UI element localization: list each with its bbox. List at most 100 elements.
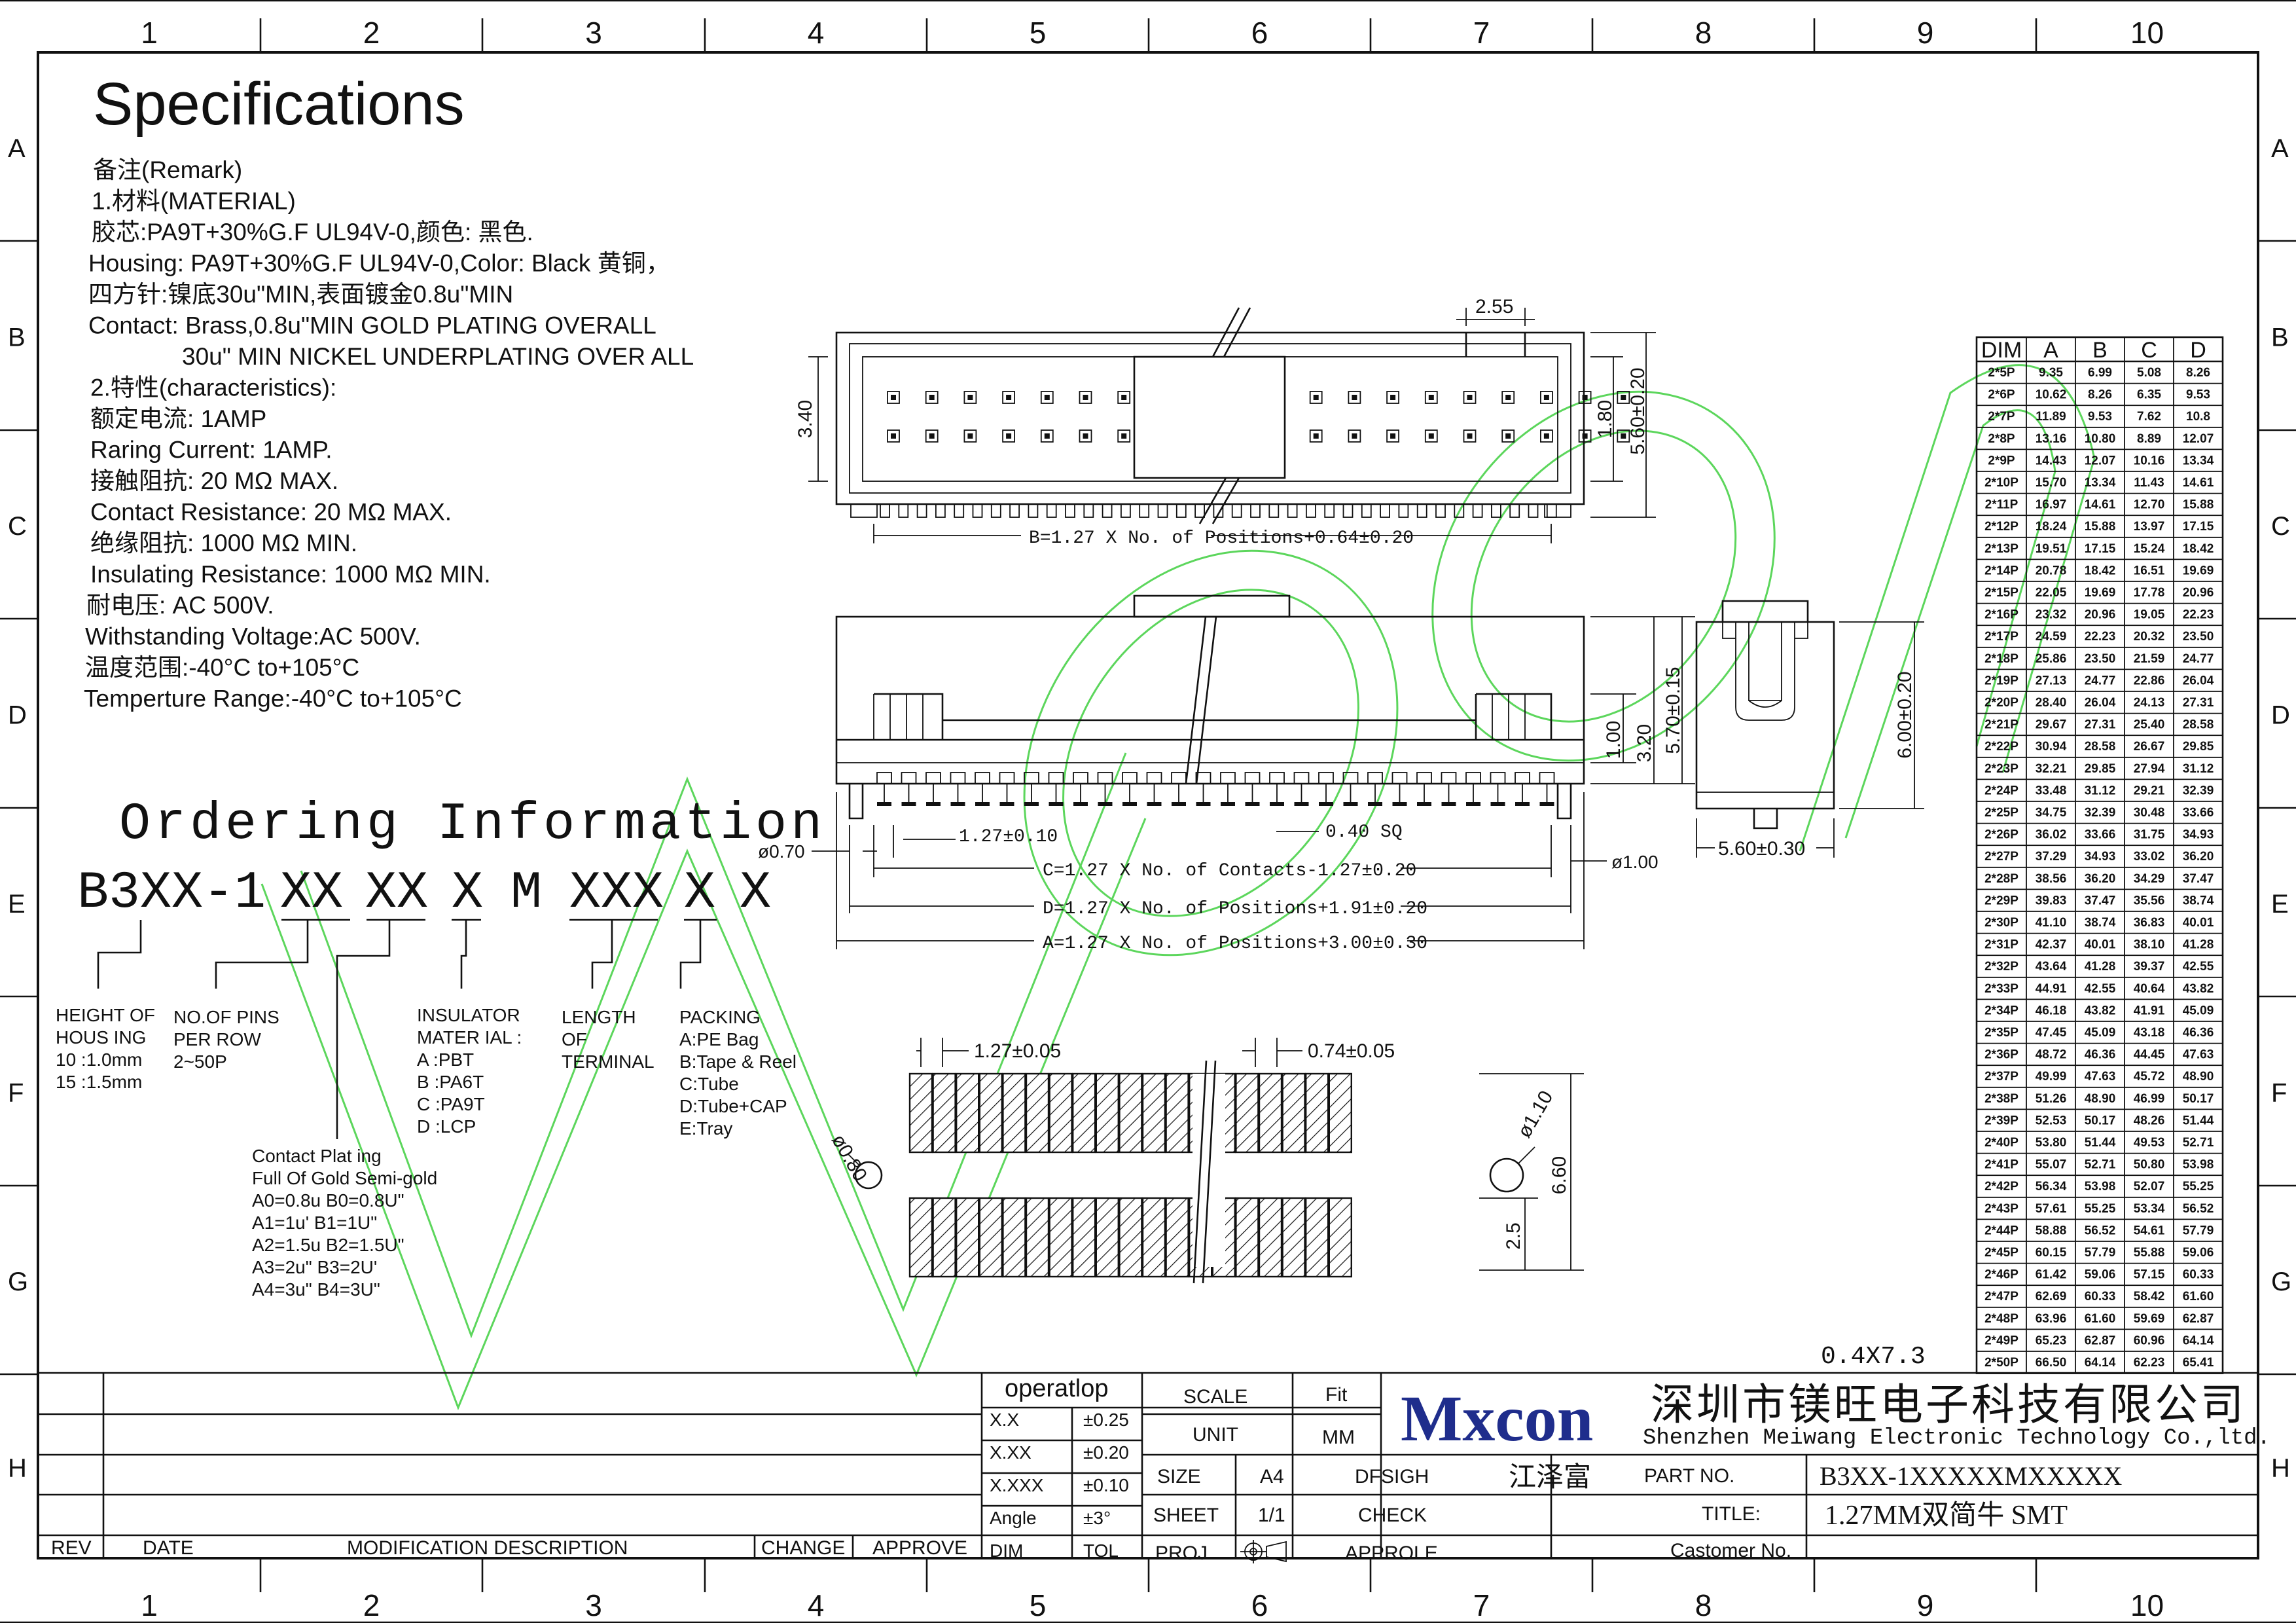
table-cell: 8.89 bbox=[2137, 432, 2161, 446]
table-cell: 29.21 bbox=[2134, 784, 2165, 797]
table-cell: 46.99 bbox=[2134, 1092, 2165, 1106]
frame-column-label: 9 bbox=[1917, 1588, 1934, 1622]
pcb-layout: 1.27±0.05 0.74±0.05 ø0.80 ø1.10 6.60 2.5 bbox=[827, 1038, 1584, 1284]
code-packing: X bbox=[740, 864, 771, 923]
spec-line: Withstanding Voltage:AC 500V. bbox=[85, 623, 421, 650]
table-cell: 56.34 bbox=[2036, 1180, 2067, 1194]
table-cell: 13.34 bbox=[2183, 454, 2214, 467]
table-cell: 57.61 bbox=[2036, 1202, 2067, 1216]
table-cell: 37.47 bbox=[2183, 872, 2214, 886]
dim-5-60-b: 5.60±0.30 bbox=[1718, 838, 1805, 860]
table-cell: 59.69 bbox=[2134, 1312, 2165, 1326]
ordering-title: Ordering Information bbox=[119, 795, 826, 854]
table-cell: 55.25 bbox=[2085, 1202, 2116, 1216]
table-cell: 2*32P bbox=[1984, 960, 2018, 974]
table-cell: 42.37 bbox=[2036, 938, 2067, 952]
table-cell: 36.20 bbox=[2085, 872, 2116, 886]
frame-column-label: 1 bbox=[141, 16, 158, 50]
table-cell: 33.48 bbox=[2036, 784, 2067, 797]
ordering-packing-line: D:Tube+CAP bbox=[679, 1096, 787, 1116]
table-cell: 2*41P bbox=[1984, 1158, 2018, 1172]
spec-line: 2.特性(characteristics): bbox=[90, 374, 336, 401]
frame-column-label: 8 bbox=[1695, 16, 1712, 50]
table-cell: 30.48 bbox=[2134, 806, 2165, 820]
table-cell: 29.85 bbox=[2085, 762, 2116, 776]
table-cell: 48.72 bbox=[2036, 1048, 2067, 1062]
table-cell: 23.32 bbox=[2036, 608, 2067, 622]
scale-label: SCALE bbox=[1183, 1386, 1247, 1408]
table-cell: 2*49P bbox=[1984, 1334, 2018, 1347]
table-cell: 2*40P bbox=[1984, 1136, 2018, 1150]
customer-label: Castomer No. bbox=[1670, 1540, 1791, 1561]
table-cell: 28.40 bbox=[2036, 696, 2067, 710]
frame-column-label: 7 bbox=[1473, 1588, 1490, 1622]
dim-0-40-sq: 0.40 SQ bbox=[1325, 822, 1403, 843]
spec-line: 耐电压: AC 500V. bbox=[86, 592, 274, 619]
table-cell: 24.77 bbox=[2183, 652, 2214, 666]
dim-b-formula: B=1.27 X No. of Positions+0.64±0.20 bbox=[1029, 528, 1414, 549]
dim-hole-0-80: ø0.80 bbox=[827, 1131, 871, 1185]
tolerance-value: TOL bbox=[1083, 1541, 1119, 1561]
table-cell: 9.35 bbox=[2039, 366, 2063, 380]
ordering-packing-line: B:Tape & Reel bbox=[679, 1051, 797, 1072]
table-cell: 31.75 bbox=[2134, 828, 2165, 842]
table-cell: 2*14P bbox=[1984, 564, 2018, 577]
frame-column-label: 8 bbox=[1695, 1588, 1712, 1622]
table-cell: 47.63 bbox=[2183, 1048, 2214, 1062]
table-cell: 15.88 bbox=[2085, 520, 2116, 534]
ordering-insulator-line: MATER IAL : bbox=[417, 1027, 522, 1048]
spec-line: 胶芯:PA9T+30%G.F UL94V-0,颜色: 黑色. bbox=[92, 219, 533, 246]
table-cell: 24.77 bbox=[2085, 674, 2116, 687]
frame-column-label: 9 bbox=[1917, 16, 1934, 50]
table-cell: 60.96 bbox=[2134, 1334, 2165, 1347]
dim-d-formula: D=1.27 X No. of Positions+1.91±0.20 bbox=[1043, 899, 1427, 919]
dim-1-00-dia: ø1.00 bbox=[1611, 852, 1659, 872]
table-cell: 2*28P bbox=[1984, 872, 2018, 886]
ordering-height-line: HOUS ING bbox=[56, 1027, 146, 1048]
table-cell: 14.61 bbox=[2183, 476, 2214, 490]
table-cell: 48.26 bbox=[2134, 1114, 2165, 1127]
note-0-4x7-3: 0.4X7.3 bbox=[1821, 1343, 1926, 1371]
table-cell: 2*44P bbox=[1984, 1224, 2018, 1237]
table-cell: 2*26P bbox=[1984, 828, 2018, 842]
table-cell: 36.02 bbox=[2036, 828, 2067, 842]
table-cell: 27.13 bbox=[2036, 674, 2067, 687]
ordering-packing-line: C:Tube bbox=[679, 1074, 739, 1094]
operatlop-label: operatlop bbox=[1005, 1375, 1108, 1402]
frame-column-label: 3 bbox=[585, 16, 602, 50]
frame-column-label: 10 bbox=[2130, 1588, 2164, 1622]
table-cell: 33.66 bbox=[2183, 806, 2214, 820]
table-cell: 52.71 bbox=[2183, 1136, 2214, 1150]
spec-line: Raring Current: 1AMP. bbox=[90, 437, 332, 464]
dim-pad-0-74: 0.74±0.05 bbox=[1308, 1040, 1395, 1062]
table-cell: 50.17 bbox=[2085, 1114, 2116, 1127]
table-cell: 2*13P bbox=[1984, 542, 2018, 556]
table-cell: 23.50 bbox=[2085, 652, 2116, 666]
frame-column-label: 10 bbox=[2130, 16, 2164, 50]
table-cell: 62.87 bbox=[2085, 1334, 2116, 1347]
spec-line: 额定电流: 1AMP bbox=[90, 405, 266, 432]
code-plating: X bbox=[684, 864, 715, 923]
spec-line: Contact: Brass,0.8u"MIN GOLD PLATING OVE… bbox=[88, 312, 656, 339]
ordering-plating-line: Full Of Gold Semi-gold bbox=[252, 1168, 437, 1188]
table-cell: 2*47P bbox=[1984, 1290, 2018, 1304]
title-value: 1.27MM双简牛 SMT bbox=[1825, 1501, 2068, 1531]
frame-row-label: A bbox=[8, 134, 26, 163]
table-cell: 62.23 bbox=[2134, 1356, 2165, 1370]
code-pins: XX bbox=[365, 864, 428, 923]
frame-row-label: G bbox=[8, 1267, 28, 1296]
table-cell: 37.47 bbox=[2085, 894, 2116, 907]
table-cell: 16.51 bbox=[2134, 564, 2165, 577]
table-cell: 40.01 bbox=[2183, 916, 2214, 930]
table-cell: 22.86 bbox=[2134, 674, 2165, 687]
table-cell: 44.45 bbox=[2134, 1048, 2165, 1062]
tolerance-label: X.XX bbox=[990, 1442, 1031, 1463]
table-cell: 10.8 bbox=[2186, 410, 2210, 424]
ordering-length-line: TERMINAL bbox=[562, 1051, 655, 1072]
table-cell: 2*10P bbox=[1984, 476, 2018, 490]
frame-column-label: 6 bbox=[1251, 1588, 1268, 1622]
table-cell: 5.08 bbox=[2137, 366, 2161, 380]
tolerance-label: DIM bbox=[990, 1541, 1023, 1561]
table-cell: 38.74 bbox=[2183, 894, 2214, 907]
